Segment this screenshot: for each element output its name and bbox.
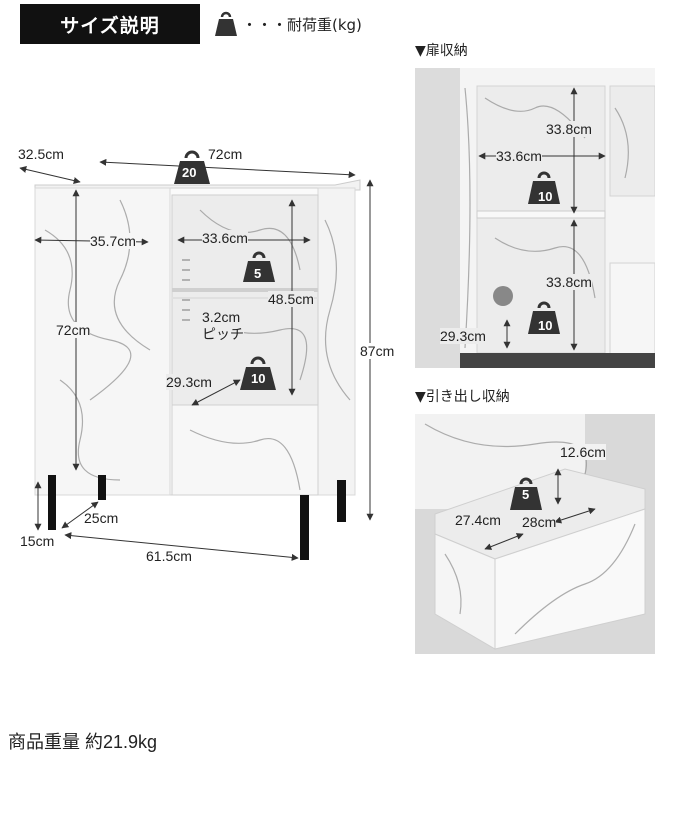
shelf-width-label: 33.6cm xyxy=(202,230,248,246)
drawer-height-label: 12.6cm xyxy=(560,444,606,460)
door-lower-height-label: 33.8cm xyxy=(546,274,592,290)
pitch-value-label: 3.2cm xyxy=(202,309,241,325)
door-inner-width-label: 33.6cm xyxy=(496,148,542,164)
lower-load-label: 10 xyxy=(251,371,266,386)
door-upper-load-label: 10 xyxy=(538,189,553,204)
drawer-width-label: 28cm xyxy=(522,514,557,530)
legend-text: ・・・耐荷重(kg) xyxy=(242,15,362,34)
drawer-load-label: 5 xyxy=(522,487,530,502)
width-label: 72cm xyxy=(208,146,243,162)
door-storage-photo xyxy=(415,68,655,368)
left-height-label: 72cm xyxy=(56,322,91,338)
section-title: サイズ説明 xyxy=(20,4,200,44)
door-storage-label: ▼扉収納 xyxy=(415,43,468,59)
total-height-label: 87cm xyxy=(360,343,395,359)
leg-depth-label: 25cm xyxy=(84,510,119,526)
drawer-storage-photo xyxy=(415,414,655,654)
cabinet-diagram xyxy=(19,150,374,561)
leg-span-label: 61.5cm xyxy=(146,548,192,564)
door-lower-load-label: 10 xyxy=(538,318,553,333)
weight-icon xyxy=(174,150,210,184)
shelf-height-label: 48.5cm xyxy=(268,291,314,307)
depth-label: 32.5cm xyxy=(18,146,64,162)
door-depth-label: 29.3cm xyxy=(440,328,486,344)
weight-icon xyxy=(528,301,560,334)
drawer-depth-label: 27.4cm xyxy=(455,512,501,528)
lower-depth-label: 29.3cm xyxy=(166,374,212,390)
weight-icon xyxy=(215,11,237,36)
drawer-storage-label: ▼引き出し収納 xyxy=(415,389,510,405)
leg-height-label: 15cm xyxy=(20,533,55,549)
weight-icon xyxy=(240,356,276,390)
legend: ・・・耐荷重(kg) xyxy=(214,10,362,38)
door-upper-height-label: 33.8cm xyxy=(546,121,592,137)
drawer xyxy=(171,404,319,496)
weight-icon xyxy=(510,477,542,510)
pitch-label: ピッチ xyxy=(202,324,244,344)
left-door-width-label: 35.7cm xyxy=(90,233,136,249)
product-weight: 商品重量 約21.9kg xyxy=(8,732,158,752)
weight-icon xyxy=(528,171,560,204)
shelf-load-label: 5 xyxy=(254,266,262,281)
top-load-label: 20 xyxy=(182,165,197,180)
weight-icon xyxy=(243,251,275,282)
